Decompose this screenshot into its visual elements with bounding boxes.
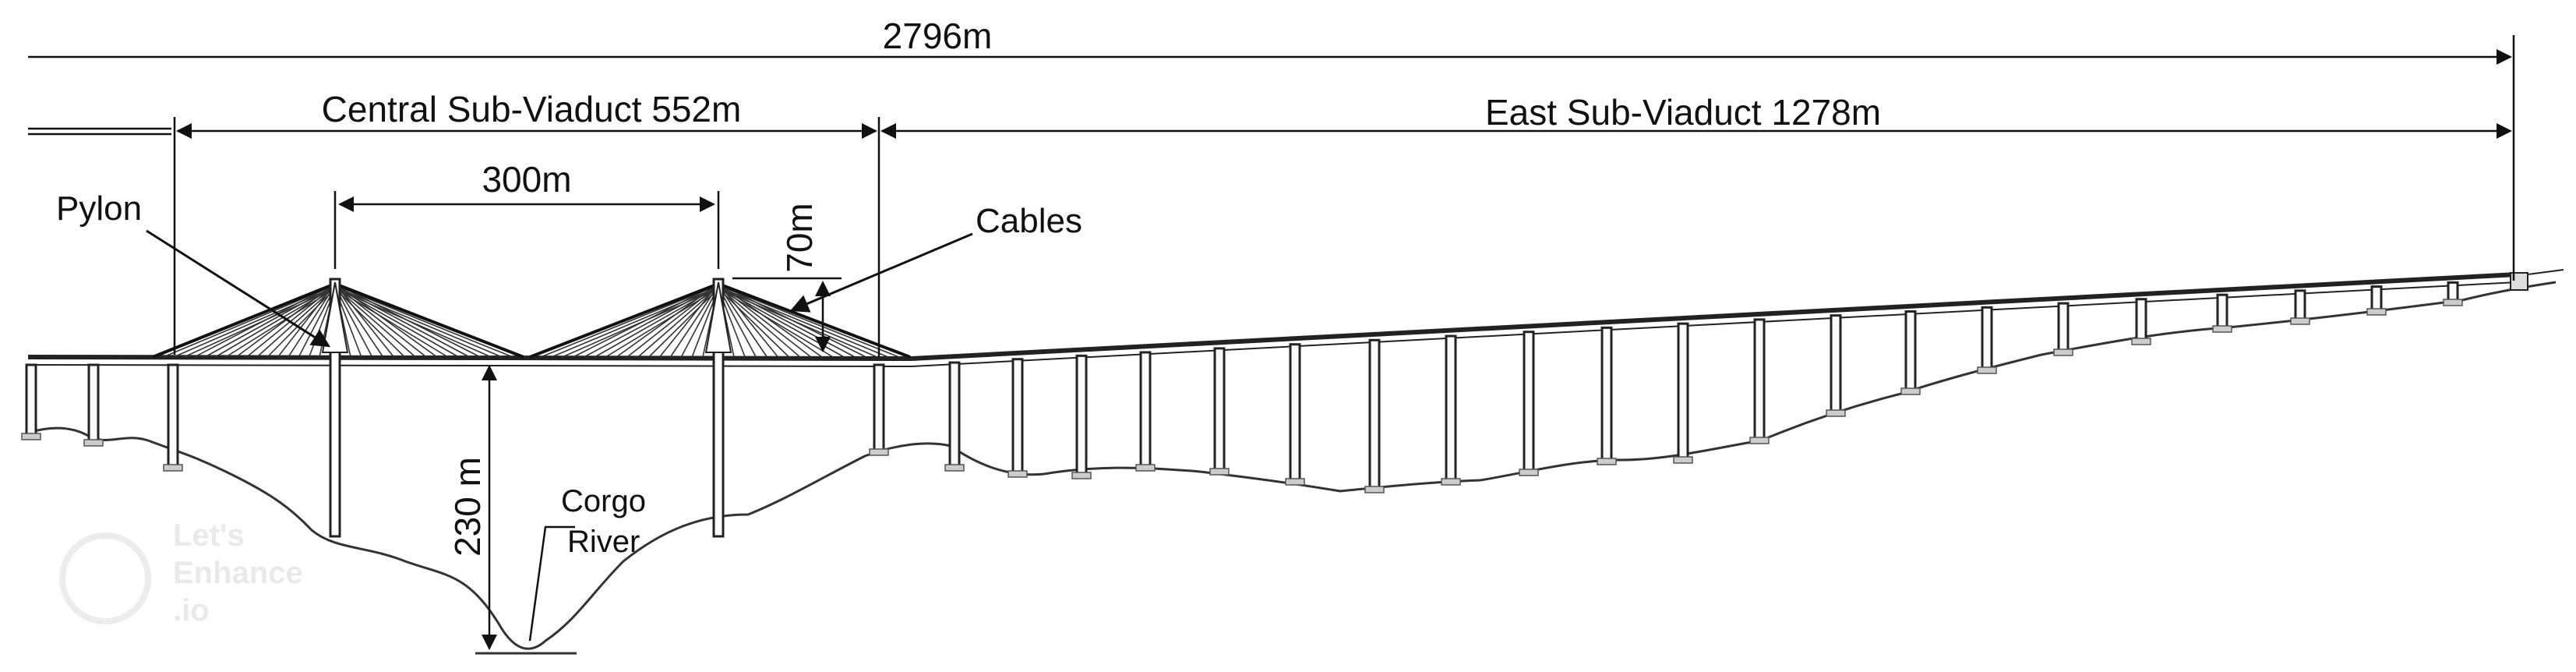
cable	[718, 283, 866, 358]
pier	[1285, 343, 1305, 486]
pier	[1597, 326, 1617, 465]
cable	[540, 285, 719, 358]
watermark-line3: .io	[173, 593, 210, 628]
cable	[718, 285, 900, 358]
pier	[1977, 306, 1997, 374]
cable	[680, 286, 719, 358]
river-label-line2: River	[567, 525, 640, 559]
cable	[718, 283, 823, 358]
pylon-label: Pylon	[56, 189, 142, 228]
watermark: Let's Enhance .io	[59, 518, 303, 628]
cable	[551, 286, 719, 358]
pier	[1007, 358, 1028, 478]
main-span-label: 300m	[482, 159, 571, 200]
east-sub-viaduct-label: East Sub-Viaduct 1278m	[1485, 92, 1881, 133]
pier	[163, 363, 183, 472]
watermark-line2: Enhance	[173, 556, 303, 590]
cable	[256, 286, 336, 358]
pier	[2443, 281, 2463, 306]
piers	[21, 281, 2463, 493]
cables-label: Cables	[976, 202, 1082, 240]
cable	[718, 285, 812, 358]
cable	[334, 285, 471, 358]
pier	[1364, 338, 1385, 493]
pylon-right	[529, 278, 911, 538]
pier	[2131, 298, 2151, 345]
pier	[2053, 302, 2073, 356]
cable	[334, 286, 416, 358]
watermark-line1: Let's	[173, 518, 245, 553]
pylon-callout-line	[146, 229, 331, 348]
cable	[235, 283, 336, 358]
pier	[1826, 314, 1846, 417]
cable	[334, 285, 384, 358]
cable	[334, 288, 405, 358]
pylon-height-label: 70m	[779, 203, 820, 272]
pier	[2290, 289, 2310, 325]
terrain-profile	[27, 281, 2557, 650]
river-callout-line	[528, 525, 575, 642]
deck-height-label: 230 m	[447, 457, 488, 557]
dimension-pylon-height	[732, 277, 842, 352]
pier	[2212, 293, 2232, 333]
pier	[944, 361, 965, 472]
cable	[616, 283, 719, 358]
cable	[334, 283, 395, 358]
cable	[334, 283, 481, 358]
cable	[718, 285, 856, 358]
cable	[718, 288, 790, 358]
cable	[334, 286, 373, 358]
cable	[334, 283, 438, 358]
central-sub-viaduct-label: Central Sub-Viaduct 552m	[322, 89, 742, 129]
pier	[21, 363, 41, 440]
pier	[1135, 351, 1156, 472]
pier	[83, 363, 104, 447]
cable	[277, 283, 336, 358]
river-label-line1: Corgo	[561, 484, 646, 518]
pier	[1749, 318, 1770, 444]
cable	[288, 285, 336, 358]
cable	[334, 285, 427, 358]
cable	[194, 283, 336, 358]
dimension-total	[28, 35, 2515, 281]
cable	[204, 285, 336, 358]
cable	[334, 286, 503, 358]
pier	[869, 363, 889, 456]
cable	[658, 283, 719, 358]
cable	[173, 286, 336, 358]
cable	[573, 283, 719, 358]
pier	[1519, 331, 1539, 476]
cable-fan-left	[152, 281, 524, 359]
cable	[718, 286, 889, 358]
cable-fan-right	[529, 281, 911, 359]
pier	[1209, 347, 1230, 476]
cable	[718, 286, 801, 358]
pier	[2366, 285, 2387, 316]
cable	[626, 285, 719, 358]
pier	[1441, 334, 1461, 486]
cable	[266, 288, 336, 358]
cable	[718, 286, 757, 358]
pier	[1071, 354, 1092, 479]
cable	[718, 285, 768, 358]
dimension-sub-viaducts	[28, 117, 2512, 357]
cable	[718, 283, 779, 358]
cable	[298, 286, 336, 358]
cables-callout-line	[789, 232, 973, 313]
pier	[1900, 310, 1921, 395]
dimension-main-span	[333, 191, 720, 269]
cable	[669, 285, 719, 358]
cable	[334, 285, 513, 358]
cable	[583, 285, 719, 358]
cable	[648, 288, 719, 358]
cable	[637, 286, 719, 358]
total-length-label: 2796m	[883, 16, 993, 56]
pier	[1673, 322, 1693, 464]
pylon-left	[152, 278, 524, 538]
cable	[163, 285, 336, 358]
